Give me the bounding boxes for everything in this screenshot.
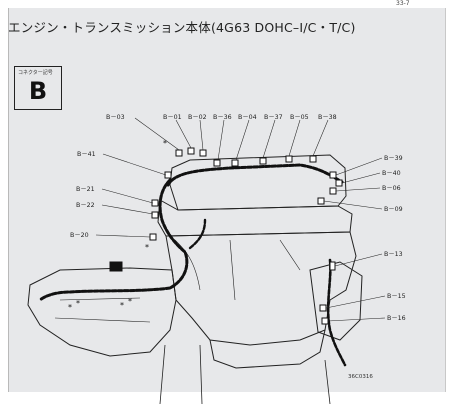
plug-b06	[329, 187, 337, 195]
callout-b13: B－13	[384, 251, 403, 258]
transmission-outline	[27, 267, 177, 357]
plug-b41	[164, 171, 172, 179]
oil-pan-outline	[209, 329, 326, 369]
plug-b09	[317, 197, 325, 205]
callout-b03: B－03	[106, 114, 125, 121]
plug-lower-left	[109, 261, 123, 272]
plug-b02	[199, 149, 207, 157]
callout-b15: B－15	[387, 293, 406, 300]
callout-b05: B－05	[290, 114, 309, 121]
plug-b13	[329, 261, 336, 271]
callout-b01: B－01	[163, 114, 182, 121]
callout-b37: B－37	[264, 114, 283, 121]
callout-b09: B－09	[384, 206, 403, 213]
page-title: エンジン・トランスミッション本体(4G63 DOHC–I/C・T/C)	[8, 20, 356, 35]
ground-star: *	[145, 243, 149, 252]
plug-b01	[187, 147, 195, 155]
manual-sheet	[8, 8, 446, 392]
callout-b06: B－06	[382, 185, 401, 192]
callout-b40: B－40	[382, 170, 401, 177]
callout-b20: B－20	[70, 232, 89, 239]
figure-code: 36C0316	[348, 374, 373, 380]
harness-right-branch	[326, 258, 347, 367]
plug-b16	[321, 317, 329, 325]
harness-left-branch	[158, 178, 189, 290]
callout-b39: B－39	[384, 155, 403, 162]
callout-b04: B－04	[238, 114, 257, 121]
callout-b21: B－21	[76, 186, 95, 193]
callout-b16: B－16	[387, 315, 406, 322]
harness-mid-branch	[188, 218, 207, 250]
plug-b03	[175, 149, 183, 157]
plug-b15	[319, 304, 327, 312]
plug-b04	[231, 159, 239, 167]
callout-b36: B－36	[213, 114, 232, 121]
connector-symbol-letter: B	[28, 77, 48, 105]
plug-b40	[335, 179, 343, 187]
cylinder-head-outline	[157, 199, 353, 237]
harness-lower-branch	[38, 286, 172, 302]
connector-symbol-box: コネクター記号 B	[14, 66, 62, 110]
plug-b39	[329, 171, 337, 179]
plug-b37	[259, 157, 267, 165]
plug-b38	[309, 155, 317, 163]
plug-b22	[151, 211, 159, 219]
plug-b36	[213, 159, 221, 167]
ground-star: *	[120, 301, 124, 310]
callout-b02: B－02	[188, 114, 207, 121]
ground-star: *	[76, 299, 80, 308]
right-bracket-outline	[309, 261, 363, 341]
callout-b22: B－22	[76, 202, 95, 209]
ground-star: *	[163, 139, 167, 148]
harness-main	[166, 163, 344, 187]
engine-block-outline	[165, 231, 357, 346]
callout-b41: B－41	[77, 151, 96, 158]
callout-b38: B－38	[318, 114, 337, 121]
ground-star: *	[68, 303, 72, 312]
plug-b05	[285, 155, 293, 163]
plug-b20	[149, 233, 157, 241]
page-top-mark: 33-7	[396, 0, 410, 7]
connector-symbol-caption: コネクター記号	[18, 70, 53, 76]
ground-star: *	[128, 297, 132, 306]
